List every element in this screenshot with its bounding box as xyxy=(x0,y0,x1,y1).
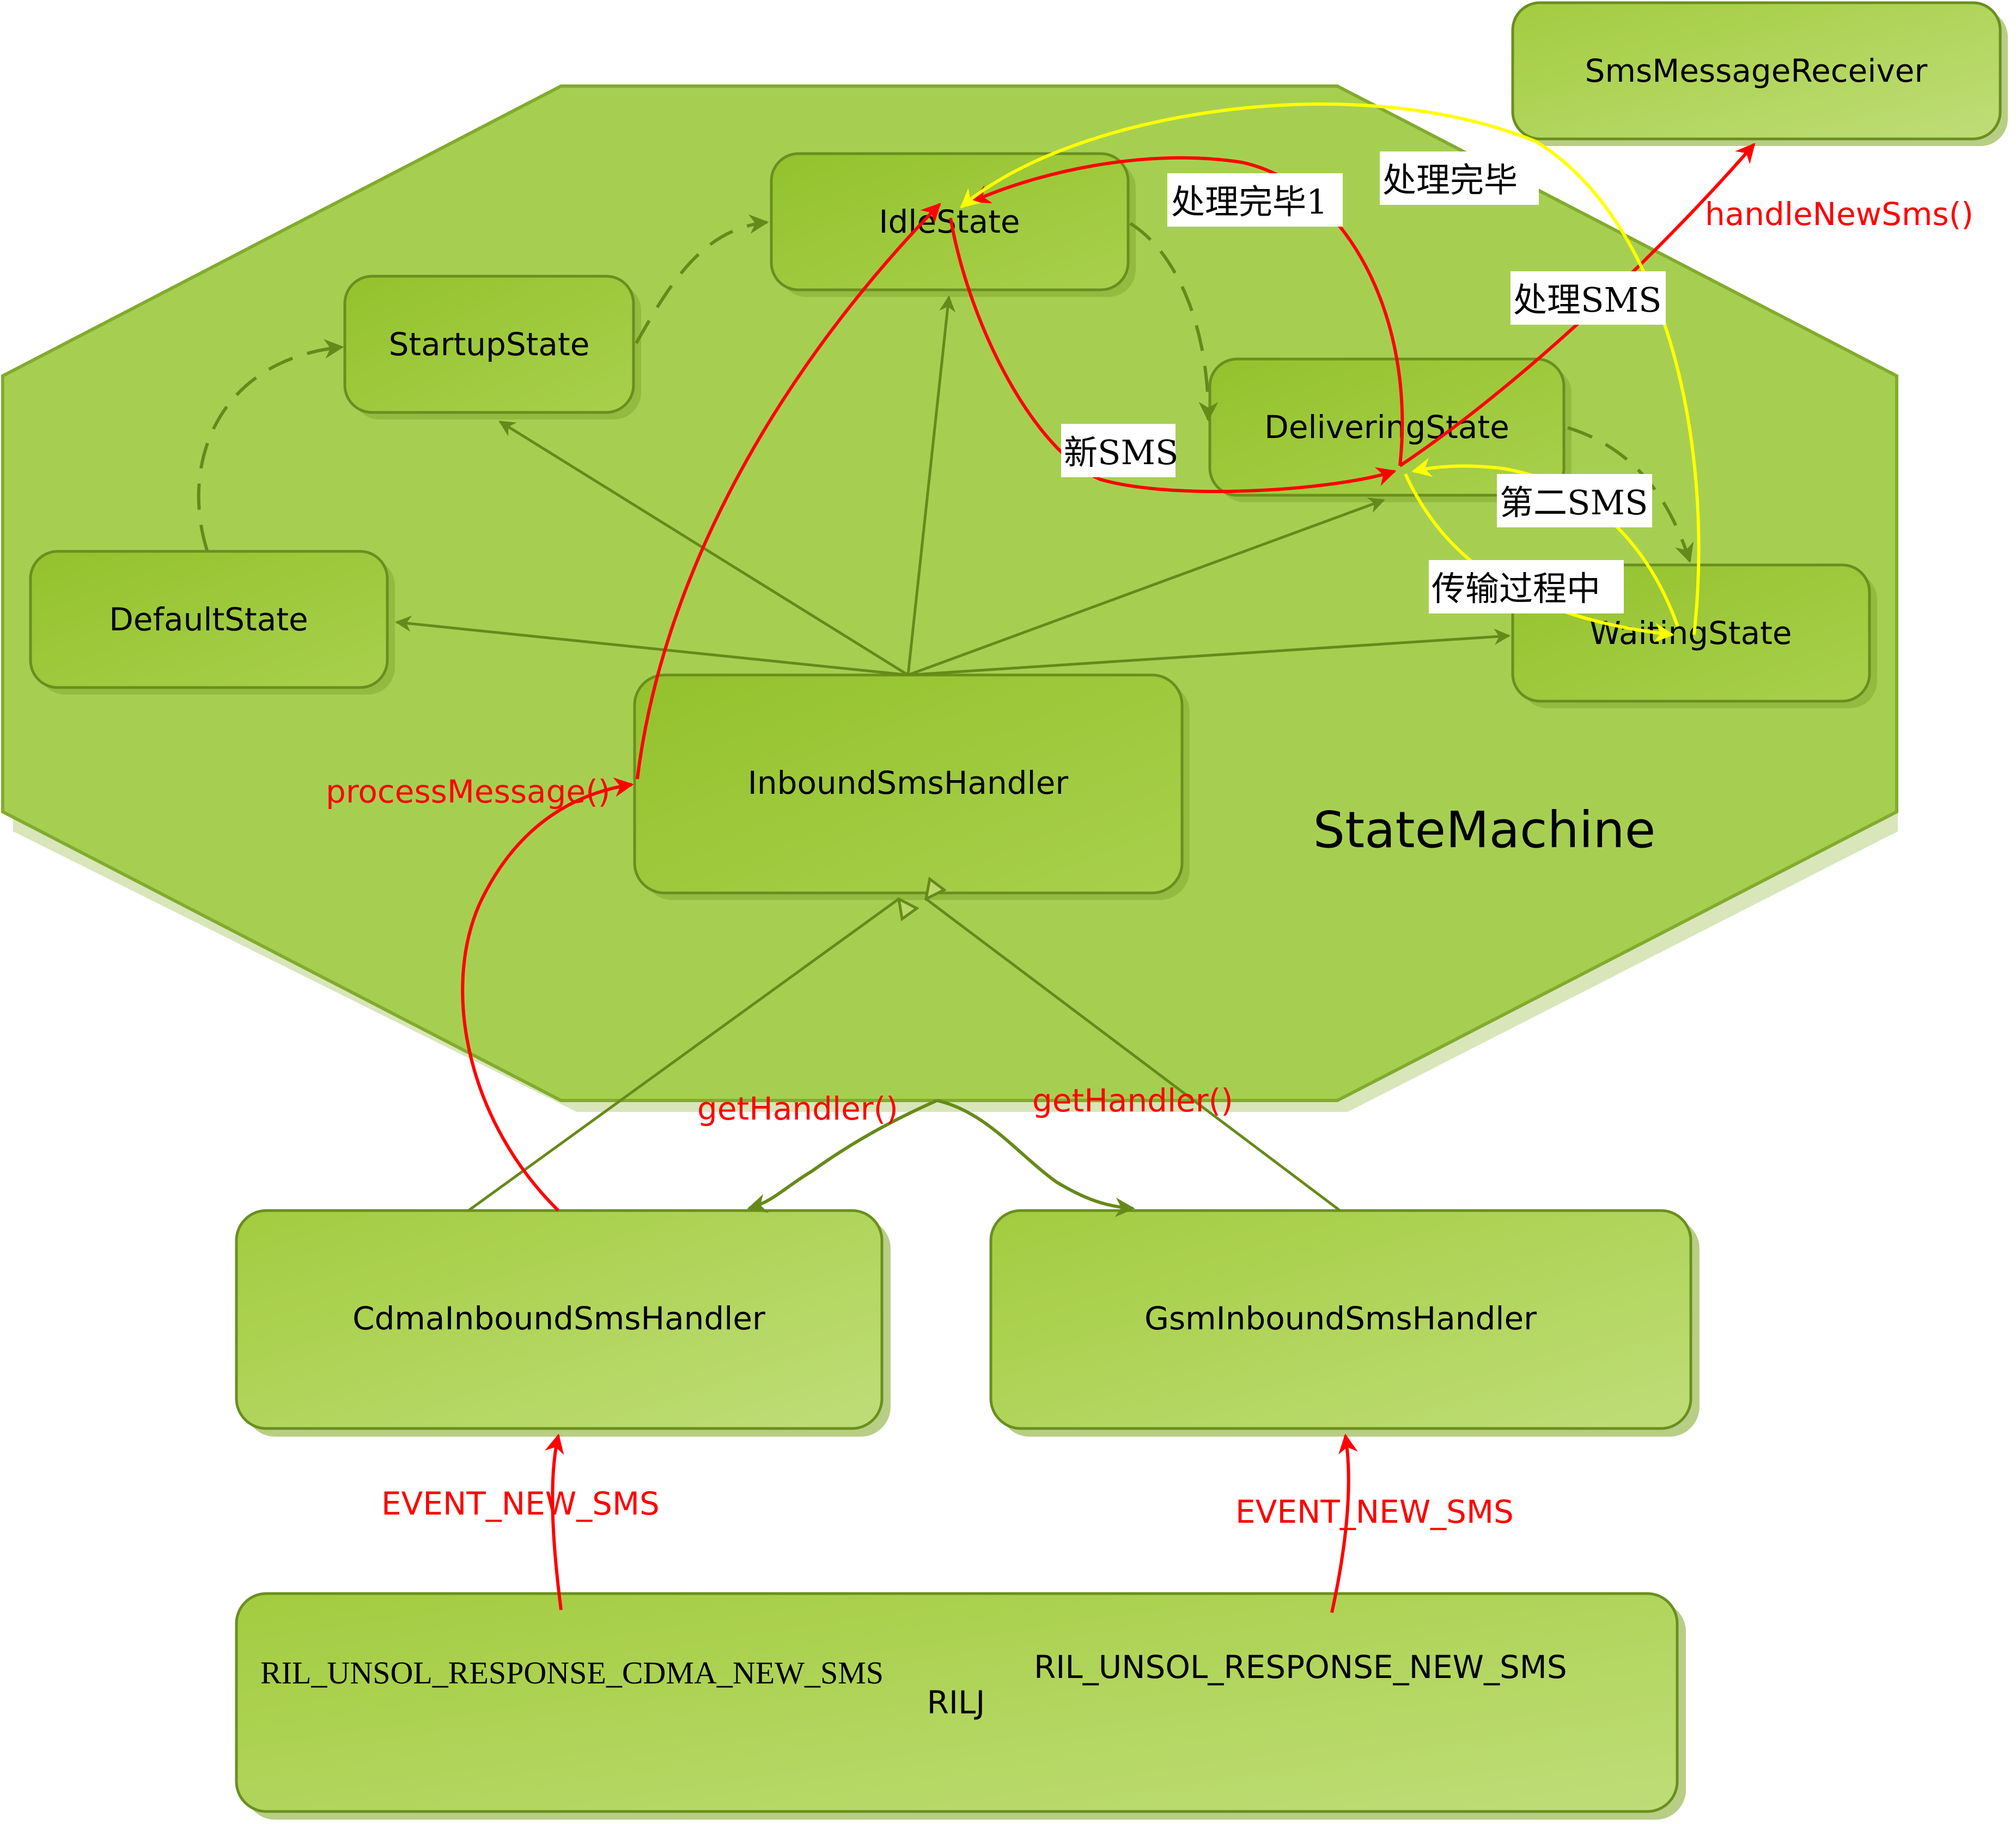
edge-inbound-to-waiting xyxy=(907,628,1511,677)
idle-state-label: IdleState xyxy=(879,203,1020,240)
cn-label-done1: 处理完毕1 xyxy=(1167,173,1343,227)
get-handler-edges xyxy=(747,1099,1135,1218)
cn-label-process-sms: 处理SMS xyxy=(1511,271,1666,325)
gsm-inbound-sms-handler-node: GsmInboundSmsHandler xyxy=(989,1209,1700,1437)
svg-text:传输过程中: 传输过程中 xyxy=(1432,569,1600,609)
edge-idle-new-sms xyxy=(949,217,1397,494)
cn-label-second-sms: 第二SMS xyxy=(1497,474,1652,527)
svg-text:第二SMS: 第二SMS xyxy=(1500,483,1648,522)
edge-get-handler-gsm xyxy=(936,1099,1135,1218)
edge-idle-to-delivering xyxy=(1129,222,1219,422)
inheritance-edges xyxy=(467,899,1341,1212)
svg-text:处理完毕1: 处理完毕1 xyxy=(1171,182,1327,222)
cn-label-new-sms: 新SMS xyxy=(1061,424,1178,477)
startup-state-label: StartupState xyxy=(389,326,590,363)
cn-label-in-transit: 传输过程中 xyxy=(1429,560,1624,613)
get-handler-right-label: getHandler() xyxy=(1032,1082,1233,1119)
rilj-node: RIL_UNSOL_RESPONSE_CDMA_NEW_SMS RIL_UNSO… xyxy=(235,1592,1686,1820)
edge-inbound-to-delivering xyxy=(907,497,1385,677)
default-state-label: DefaultState xyxy=(109,601,308,638)
edge-process-message xyxy=(461,777,634,1212)
inbound-sms-handler-label: InboundSmsHandler xyxy=(748,764,1069,801)
handle-new-sms-label: handleNewSms() xyxy=(1705,196,1974,233)
cdma-inbound-sms-handler-label: CdmaInboundSmsHandler xyxy=(352,1300,765,1337)
edge-cdma-extends-inbound xyxy=(467,899,899,1212)
edge-ril-gsm-event xyxy=(1330,1433,1358,1613)
svg-text:新SMS: 新SMS xyxy=(1064,433,1178,472)
edge-ril-cdma-event xyxy=(545,1433,564,1610)
edge-inbound-to-idle xyxy=(906,295,956,676)
inbound-sms-handler-node: InboundSmsHandler xyxy=(633,673,1190,900)
edge-gsm-extends-inbound xyxy=(926,899,1341,1212)
default-state-node: DefaultState xyxy=(29,550,395,695)
rilj-label: RILJ xyxy=(927,1684,985,1721)
edge-waiting-done-to-idle xyxy=(960,102,1701,635)
edge-delivering-done-to-idle xyxy=(970,156,1404,466)
cn-label-done: 处理完毕 xyxy=(1380,151,1539,205)
edge-startup-to-idle xyxy=(635,214,769,344)
edge-get-handler-cdma xyxy=(747,1099,938,1213)
event-new-sms-left-label: EVENT_NEW_SMS xyxy=(381,1485,660,1522)
ril-new-sms-label: RIL_UNSOL_RESPONSE_NEW_SMS xyxy=(1034,1649,1567,1686)
startup-state-node: StartupState xyxy=(343,275,641,419)
state-machine-title: StateMachine xyxy=(1313,801,1656,859)
process-message-label: processMessage() xyxy=(326,773,610,810)
ril-cdma-new-sms-label: RIL_UNSOL_RESPONSE_CDMA_NEW_SMS xyxy=(260,1655,884,1691)
svg-text:处理SMS: 处理SMS xyxy=(1513,280,1661,320)
svg-text:处理完毕: 处理完毕 xyxy=(1382,160,1518,200)
edge-inbound-to-default xyxy=(395,615,909,677)
get-handler-left-label: getHandler() xyxy=(697,1090,898,1127)
event-new-sms-right-label: EVENT_NEW_SMS xyxy=(1235,1493,1514,1530)
edge-process-to-idle xyxy=(636,203,941,780)
cdma-inbound-sms-handler-node: CdmaInboundSmsHandler xyxy=(235,1209,891,1437)
gsm-inbound-sms-handler-label: GsmInboundSmsHandler xyxy=(1144,1300,1537,1337)
sms-message-receiver-label: SmsMessageReceiver xyxy=(1585,52,1928,89)
waiting-state-label: WaitingState xyxy=(1589,615,1792,652)
edge-default-to-startup xyxy=(197,339,344,551)
sms-message-receiver-node: SmsMessageReceiver xyxy=(1511,1,2008,146)
